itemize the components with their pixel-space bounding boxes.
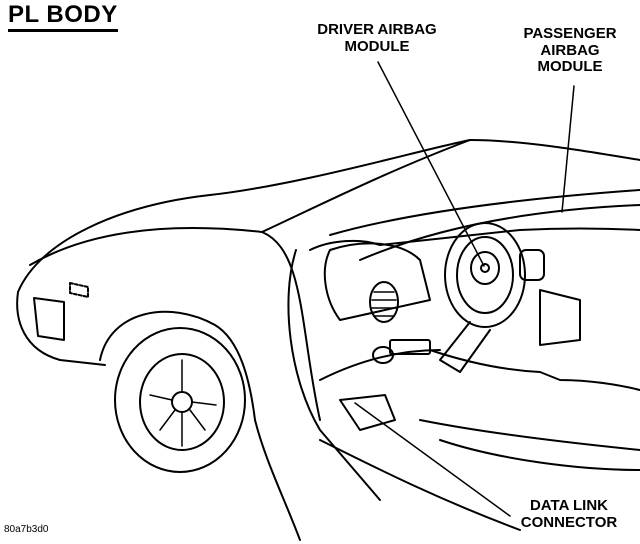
wheel-hub [171,391,193,413]
seat-edge [439,439,640,471]
fender-line [254,419,301,541]
leader-passenger-airbag [561,85,575,213]
callout-data-link-connector: DATA LINK CONNECTOR [520,497,618,531]
wheel-spokes [149,359,217,447]
passenger-panel [539,289,581,346]
page-title: PL BODY [8,1,118,33]
lower-dash [319,349,441,381]
instrument-hood [323,242,431,321]
air-vent-left [369,281,399,323]
radio-knob [372,346,394,364]
side-marker [69,282,89,298]
wheel-arch [99,310,256,421]
windshield-frame [261,139,471,233]
front-bumper [16,291,106,366]
air-vent-center [519,249,545,281]
a-pillar [261,231,321,421]
headlamp [33,297,65,341]
hood-line [29,227,263,266]
vent-slats-left [371,291,397,317]
figure-id: 80a7b3d0 [4,524,49,535]
hood-outline [17,139,471,293]
horn-logo [480,263,490,273]
door-sill [319,439,521,531]
pedal-area [339,394,396,431]
door-opening-front [287,249,381,501]
dashboard-face [309,227,640,251]
callout-passenger-airbag: PASSENGER AIRBAG MODULE [523,25,617,75]
switch-panel [389,339,431,355]
steering-wheel [444,222,526,328]
console [429,349,640,391]
leader-data-link [354,402,511,517]
dash-top-line [329,189,640,236]
roof-line [469,139,640,161]
tire [114,327,246,473]
wheel-rim [139,353,225,451]
steering-wheel-inner [456,236,514,314]
steering-column [439,321,491,373]
leader-driver-airbag [377,61,485,267]
driver-airbag-hub [470,251,500,285]
callout-driver-airbag: DRIVER AIRBAG MODULE [317,21,437,55]
floor-line [419,419,640,451]
